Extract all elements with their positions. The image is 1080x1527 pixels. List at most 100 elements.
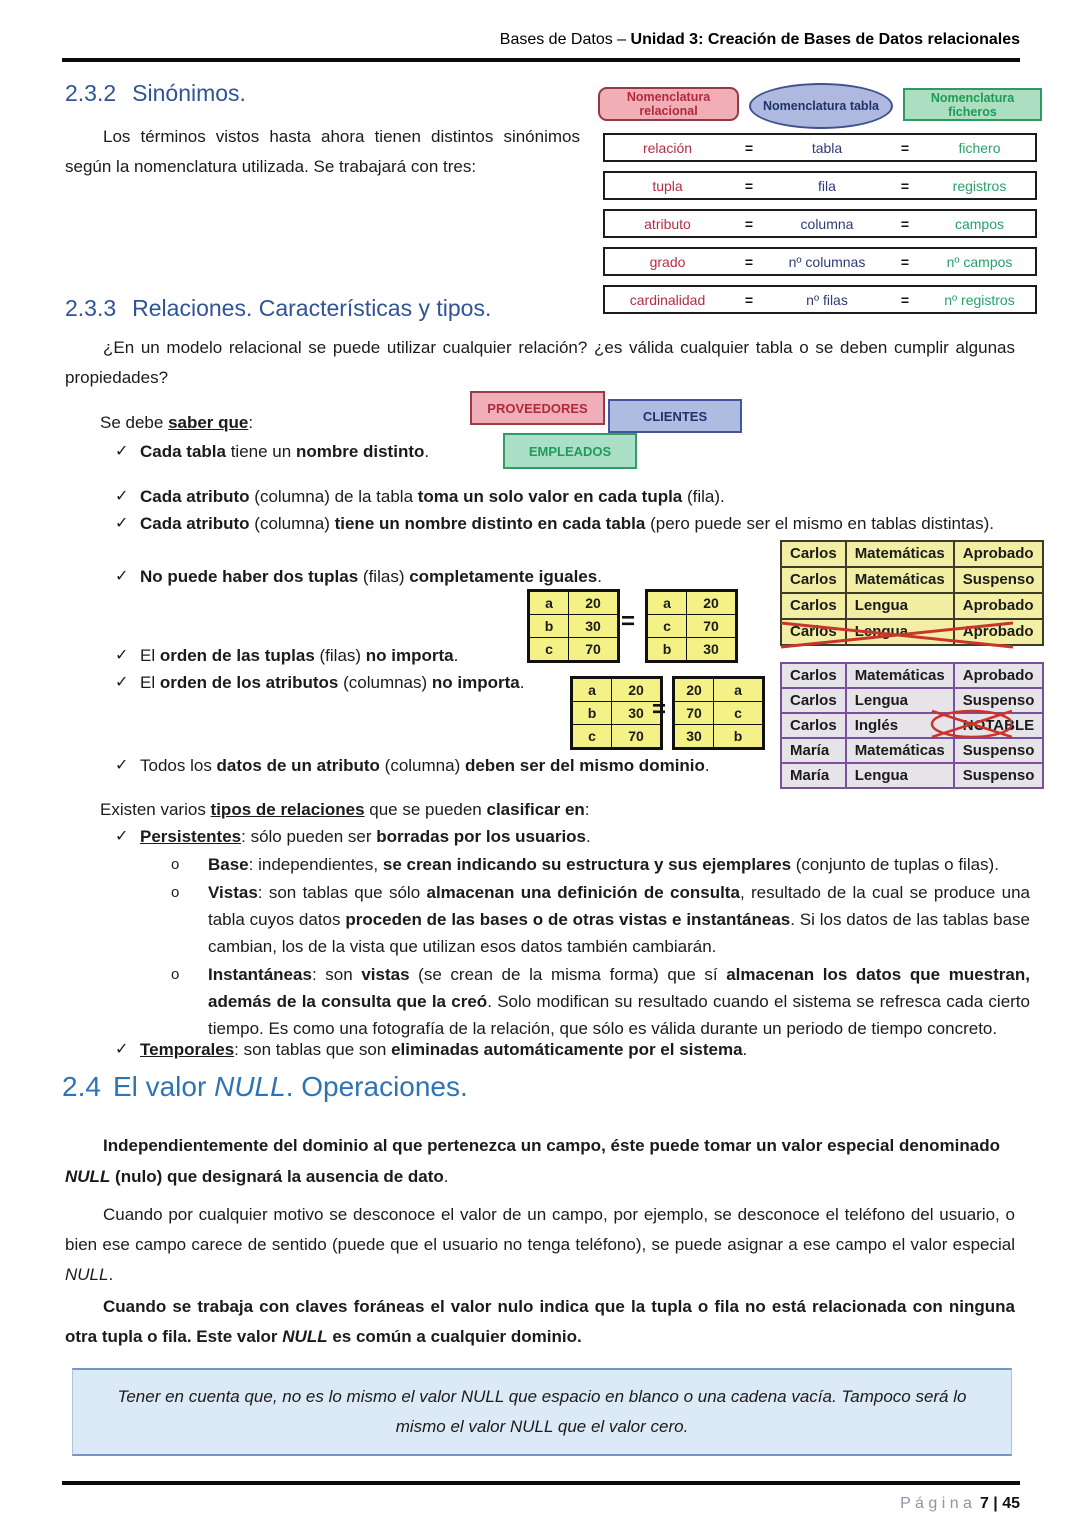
table-cell: Suspenso <box>952 687 1045 714</box>
equals-sign: = <box>900 177 910 194</box>
check-item-same-domain: ✓ Todos los datos de un atributo (column… <box>115 752 835 779</box>
table-cell: Carlos <box>780 712 847 739</box>
synonym-row: cardinalidad = nº filas = nº registros <box>603 285 1037 314</box>
type-item-text: Vistas: son tablas que sólo almacenan un… <box>208 883 1031 956</box>
table-cell: c <box>646 614 687 638</box>
equals-sign: = <box>744 291 754 308</box>
relation-types-intro: Existen varios tipos de relaciones que s… <box>100 800 590 819</box>
check-icon: ✓ <box>115 443 129 460</box>
table-cell: Suspenso <box>952 737 1045 764</box>
table-cell: c <box>571 724 612 749</box>
check-icon: ✓ <box>115 674 129 691</box>
table-cell: Lengua <box>844 618 955 646</box>
section-title: Relaciones. Características y tipos. <box>132 295 492 321</box>
null-paragraph-1: Independientemente del dominio al que pe… <box>65 1136 1000 1186</box>
synonyms-table: relación = tabla = fichero tupla = fila … <box>603 133 1037 323</box>
table-cell: María <box>780 762 847 789</box>
header-rule <box>62 58 1020 62</box>
equals-sign: = <box>900 139 910 156</box>
section-title: El valor NULL. Operaciones. <box>112 1071 468 1102</box>
check-item-distinct-attr: ✓ Cada atributo (columna) tiene un nombr… <box>115 510 995 537</box>
note-text: Tener en cuenta que, no es lo mismo el v… <box>117 1387 967 1436</box>
table-cell: a <box>528 590 569 615</box>
table-cell: 20 <box>568 590 619 615</box>
table-cell: Lengua <box>844 762 955 789</box>
table-cell: Suspenso <box>952 762 1045 789</box>
check-item-no-dup-tuples: ✓ No puede haber dos tuplas (filas) comp… <box>115 563 775 590</box>
synonym-row: relación = tabla = fichero <box>603 133 1037 162</box>
circle-bullet-icon: o <box>171 966 180 983</box>
relational-term: cardinalidad <box>629 291 706 308</box>
table-cell: Matemáticas <box>844 540 955 568</box>
check-item-text: El orden de las tuplas (filas) no import… <box>140 646 459 665</box>
page-label: P á g i n a <box>900 1495 972 1512</box>
table-cell: Matemáticas <box>844 662 955 689</box>
table-cell: 30 <box>686 637 737 662</box>
page-header: Bases de Datos – Unidad 3: Creación de B… <box>60 30 1020 50</box>
type-item-temporales: ✓ Temporales: son tablas que son elimina… <box>115 1036 915 1063</box>
check-item-attr-order: ✓ El orden de los atributos (columnas) n… <box>115 669 635 696</box>
check-item-single-value: ✓ Cada atributo (columna) de la tabla to… <box>115 483 835 510</box>
table-cell: 70 <box>686 614 737 638</box>
table-cell: Lengua <box>844 592 955 620</box>
check-icon: ✓ <box>115 1041 129 1058</box>
table-cell: Matemáticas <box>844 737 955 764</box>
table-cell: a <box>713 677 764 702</box>
type-item-text: Instantáneas: son vistas (se crean de la… <box>208 965 1030 1038</box>
footer-rule <box>62 1481 1020 1485</box>
table-cell: Aprobado <box>952 662 1045 689</box>
type-item-persistentes: ✓ Persistentes: sólo pueden ser borradas… <box>115 823 815 850</box>
type-item-instantaneas: o Instantáneas: son vistas (se crean de … <box>168 961 1030 1042</box>
files-term: registros <box>952 177 1007 194</box>
table-cell: Lengua <box>844 687 955 714</box>
table-term: nº filas <box>806 291 848 308</box>
table-cell: María <box>780 737 847 764</box>
null-paragraph-2: Cuando por cualquier motivo se desconoce… <box>65 1205 1015 1284</box>
header-title-unit: Unidad 3: Creación de Bases de Datos rel… <box>630 31 1020 48</box>
files-term: nº registros <box>944 291 1015 308</box>
relational-term: atributo <box>644 215 691 232</box>
synonym-row: atributo = columna = campos <box>603 209 1037 238</box>
type-item-text: Base: independientes, se crean indicando… <box>208 855 999 874</box>
table-term: columna <box>800 215 854 232</box>
table-cell: Carlos <box>780 687 847 714</box>
relational-term: relación <box>642 139 693 156</box>
section-heading-24: 2.4 El valor NULL. Operaciones. <box>62 1070 468 1104</box>
table-cell: a <box>571 677 612 702</box>
table-cell: Inglés <box>844 712 955 739</box>
check-item-unique-name: ✓ Cada tabla tiene un nombre distinto. <box>115 438 595 465</box>
section-number: 2.4 <box>62 1071 101 1102</box>
type-item-text: Temporales: son tablas que son eliminada… <box>140 1040 748 1059</box>
table-cell: 20 <box>611 677 662 702</box>
header-title-prefix: Bases de Datos – <box>499 31 631 48</box>
table-cell: 30 <box>568 614 619 638</box>
files-term: fichero <box>958 139 1001 156</box>
relations-paragraph: ¿En un modelo relacional se puede utiliz… <box>65 338 1015 387</box>
synonym-row: grado = nº columnas = nº campos <box>603 247 1037 276</box>
check-item-text: Cada atributo (columna) tiene un nombre … <box>140 514 995 533</box>
check-icon: ✓ <box>115 757 129 774</box>
table-cell: b <box>646 637 687 662</box>
table-cell: b <box>571 701 612 725</box>
table-cell: Suspenso <box>952 566 1045 594</box>
check-item-text: No puede haber dos tuplas (filas) comple… <box>140 567 602 586</box>
check-item-text: El orden de los atributos (columnas) no … <box>140 673 525 692</box>
type-item-base: o Base: independientes, se crean indican… <box>168 851 1030 878</box>
table-cell: 20 <box>686 590 737 615</box>
